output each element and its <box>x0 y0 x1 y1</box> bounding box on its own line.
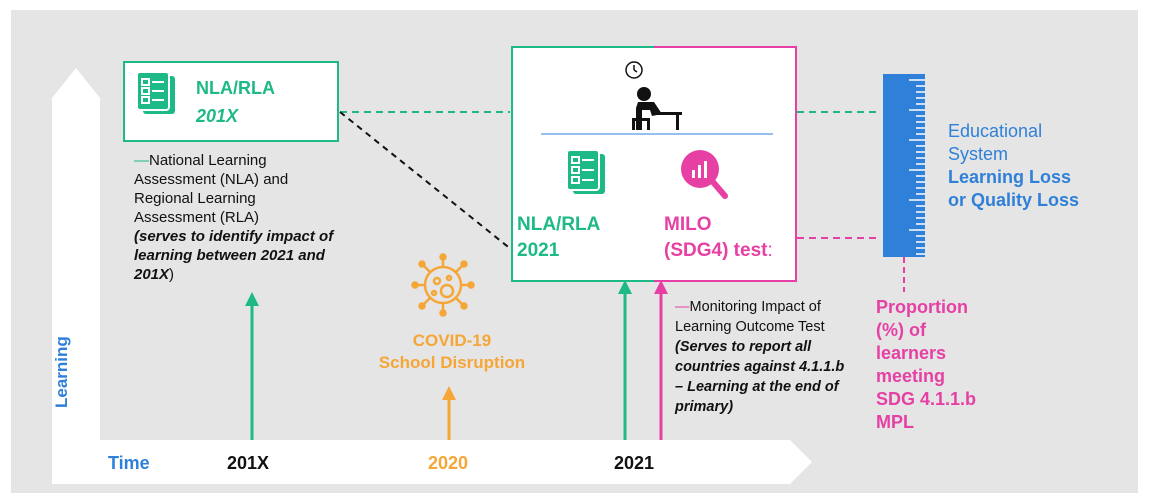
arrow-2021-pink <box>654 280 668 440</box>
tick-2021: 2021 <box>614 453 655 473</box>
milo-description: —Monitoring Impact of Learning Outcome T… <box>675 297 855 417</box>
nla-201x-title: NLA/RLA <box>196 78 275 98</box>
magnifier-chart-icon <box>681 150 728 199</box>
milo-line-2: (SDG4) test <box>664 240 768 261</box>
milo-desc-text: Monitoring Impact of Learning Outcome Te… <box>675 299 825 335</box>
milo-colon: : <box>767 240 773 261</box>
educational-system-label: Educational System Learning Loss or Qual… <box>948 120 1079 212</box>
assessment-box-pink-border <box>654 46 797 282</box>
student-at-desk-icon <box>632 87 682 130</box>
ruler-icon <box>883 74 925 257</box>
time-axis-arrow <box>52 440 812 484</box>
arrow-2021-green <box>618 280 632 440</box>
prop-line-2: (%) of <box>876 320 926 340</box>
nla-desc-note-close: ) <box>169 266 175 283</box>
edu-line-2: System <box>948 144 1009 164</box>
covid-line-1: COVID-19 <box>412 331 492 350</box>
learning-axis-arrow <box>52 68 100 440</box>
edu-line-3: Learning Loss <box>948 167 1072 187</box>
clock-icon <box>625 61 643 79</box>
prop-line-6: MPL <box>876 412 914 432</box>
milo-label: MILO (SDG4) test: <box>664 212 773 264</box>
covid-virus-icon <box>411 253 475 317</box>
milo-desc-note: (Serves to report all countries against … <box>675 339 845 415</box>
time-axis-label: Time <box>108 453 150 473</box>
prop-line-1: Proportion <box>876 297 968 317</box>
arrow-2020 <box>442 386 456 440</box>
nla-desc-dash: — <box>134 152 149 169</box>
tick-201x: 201X <box>227 453 270 473</box>
nla-desc-note: (serves to identify impact of learning b… <box>134 228 334 283</box>
milo-desc-dash: — <box>675 299 690 315</box>
prop-line-4: meeting <box>876 366 946 386</box>
checklist-icon-2021 <box>566 149 605 194</box>
nla-2021-line-2: 2021 <box>517 240 560 261</box>
proportion-label: Proportion (%) of learners meeting SDG 4… <box>876 296 976 434</box>
prop-line-5: SDG 4.1.1.b <box>876 389 977 409</box>
nla-201x-year: 201X <box>196 106 239 126</box>
covid-line-2: School Disruption <box>378 353 526 372</box>
covid-label: COVID-19 School Disruption <box>372 330 532 374</box>
edu-line-1: Educational <box>948 121 1043 141</box>
tick-2020: 2020 <box>428 453 469 473</box>
milo-line-1: MILO <box>664 214 712 235</box>
checklist-icon <box>136 71 175 114</box>
arrow-201x <box>245 292 259 440</box>
assessment-box-green-border <box>511 46 654 282</box>
assessment-box <box>511 47 797 281</box>
edu-line-4: or Quality Loss <box>948 190 1080 210</box>
prop-line-3: learners <box>876 343 947 363</box>
nla-2021-label: NLA/RLA 2021 <box>517 212 600 264</box>
connector-nla-diagonal <box>339 111 513 251</box>
nla-2021-line-1: NLA/RLA <box>517 214 601 235</box>
nla-desc-text: National Learning Assessment (NLA) and R… <box>134 152 289 226</box>
learning-axis-label: Learning <box>52 336 71 408</box>
nla-201x-description: —National Learning Assessment (NLA) and … <box>134 151 339 284</box>
